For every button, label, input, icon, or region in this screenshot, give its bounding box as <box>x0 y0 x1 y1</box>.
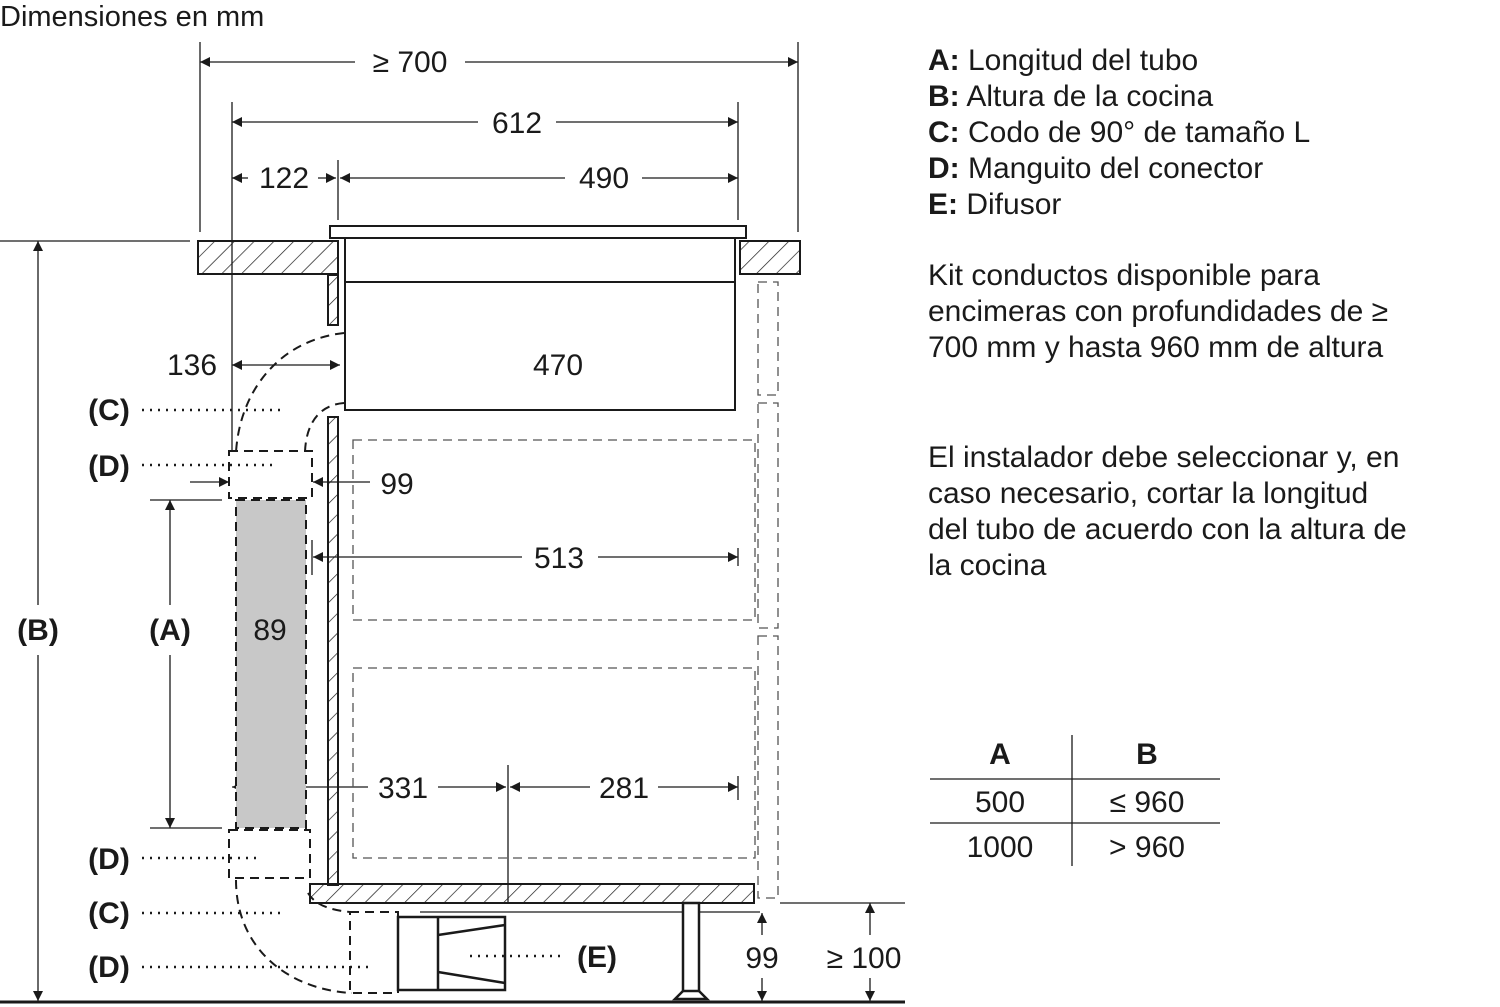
cabinet-panel-top <box>327 274 339 326</box>
label-C-bottom: (C) <box>88 897 130 930</box>
diagram-title: Dimensiones en mm <box>0 1 264 33</box>
note-installer: El instalador debe seleccionar y, en cas… <box>928 441 1407 582</box>
dim-122: 122 <box>259 162 309 195</box>
dim-99-connector: 99 <box>380 468 413 501</box>
table-header-B: B <box>1136 738 1158 771</box>
dim-99-plinth: 99 <box>745 942 778 975</box>
label-E: (E) <box>577 941 617 974</box>
note-countertop: Kit conductos disponible para encimeras … <box>928 259 1388 364</box>
svg-text:A: Longitud del tubo: A: Longitud del tubo <box>928 44 1198 77</box>
duct-system <box>228 332 399 994</box>
cabinet-leg <box>671 901 711 1001</box>
dim-89: 89 <box>253 614 286 647</box>
leader-lines <box>142 408 565 969</box>
svg-text:D: Manguito del conector: D: Manguito del conector <box>928 152 1263 185</box>
svg-text:del tubo de acuerdo con la alt: del tubo de acuerdo con la altura de <box>928 513 1407 546</box>
svg-text:la cocina: la cocina <box>928 549 1047 582</box>
dimension-arrows <box>33 57 875 1001</box>
countertop-right <box>739 240 801 275</box>
label-D-top: (D) <box>88 450 130 483</box>
duct-pipe <box>235 499 307 829</box>
dim-331: 331 <box>378 772 428 805</box>
countertop-left <box>197 240 339 275</box>
svg-text:El instalador debe seleccionar: El instalador debe seleccionar y, en <box>928 441 1399 474</box>
svg-text:C: Codo de 90° de tamaño L: C: Codo de 90° de tamaño L <box>928 116 1310 149</box>
drawers <box>352 281 779 899</box>
table-cell: > 960 <box>1109 831 1185 864</box>
svg-text:700 mm y hasta 960 mm de altur: 700 mm y hasta 960 mm de altura <box>928 331 1384 364</box>
label-D-bottom: (D) <box>88 951 130 984</box>
label-D-middle: (D) <box>88 843 130 876</box>
label-A: (A) <box>149 614 191 647</box>
cabinet-bottom-panel <box>309 883 755 904</box>
extension-lines <box>0 42 905 913</box>
label-C-top: (C) <box>88 394 130 427</box>
svg-text:Kit conductos disponible para: Kit conductos disponible para <box>928 259 1320 292</box>
svg-text:B: Altura de la cocina: B: Altura de la cocina <box>928 80 1213 113</box>
length-table: A B 500 ≤ 960 1000 > 960 <box>930 735 1220 866</box>
hob-extractor-box <box>344 281 736 411</box>
dim-612: 612 <box>492 107 542 140</box>
table-cell: ≤ 960 <box>1110 786 1185 819</box>
table-cell: 1000 <box>967 831 1034 864</box>
diffuser <box>396 915 507 992</box>
legend: A: Longitud del tubo B: Altura de la coc… <box>928 44 1310 221</box>
dim-min-plinth: ≥ 100 <box>827 942 902 975</box>
dim-513: 513 <box>534 542 584 575</box>
label-B: (B) <box>17 614 59 647</box>
hob-glass <box>329 225 747 239</box>
table-header-A: A <box>989 738 1011 771</box>
svg-text:E: Difusor: E: Difusor <box>928 188 1061 221</box>
cabinet-panel <box>327 416 339 886</box>
dim-470: 470 <box>533 349 583 382</box>
dim-136: 136 <box>167 349 217 382</box>
hob-body <box>344 237 736 283</box>
dim-min-depth: ≥ 700 <box>373 46 448 79</box>
svg-text:caso necesario, cortar la long: caso necesario, cortar la longitud <box>928 477 1368 510</box>
dim-490: 490 <box>579 162 629 195</box>
table-cell: 500 <box>975 786 1025 819</box>
dim-281: 281 <box>599 772 649 805</box>
svg-text:encimeras con profundidades de: encimeras con profundidades de ≥ <box>928 295 1388 328</box>
